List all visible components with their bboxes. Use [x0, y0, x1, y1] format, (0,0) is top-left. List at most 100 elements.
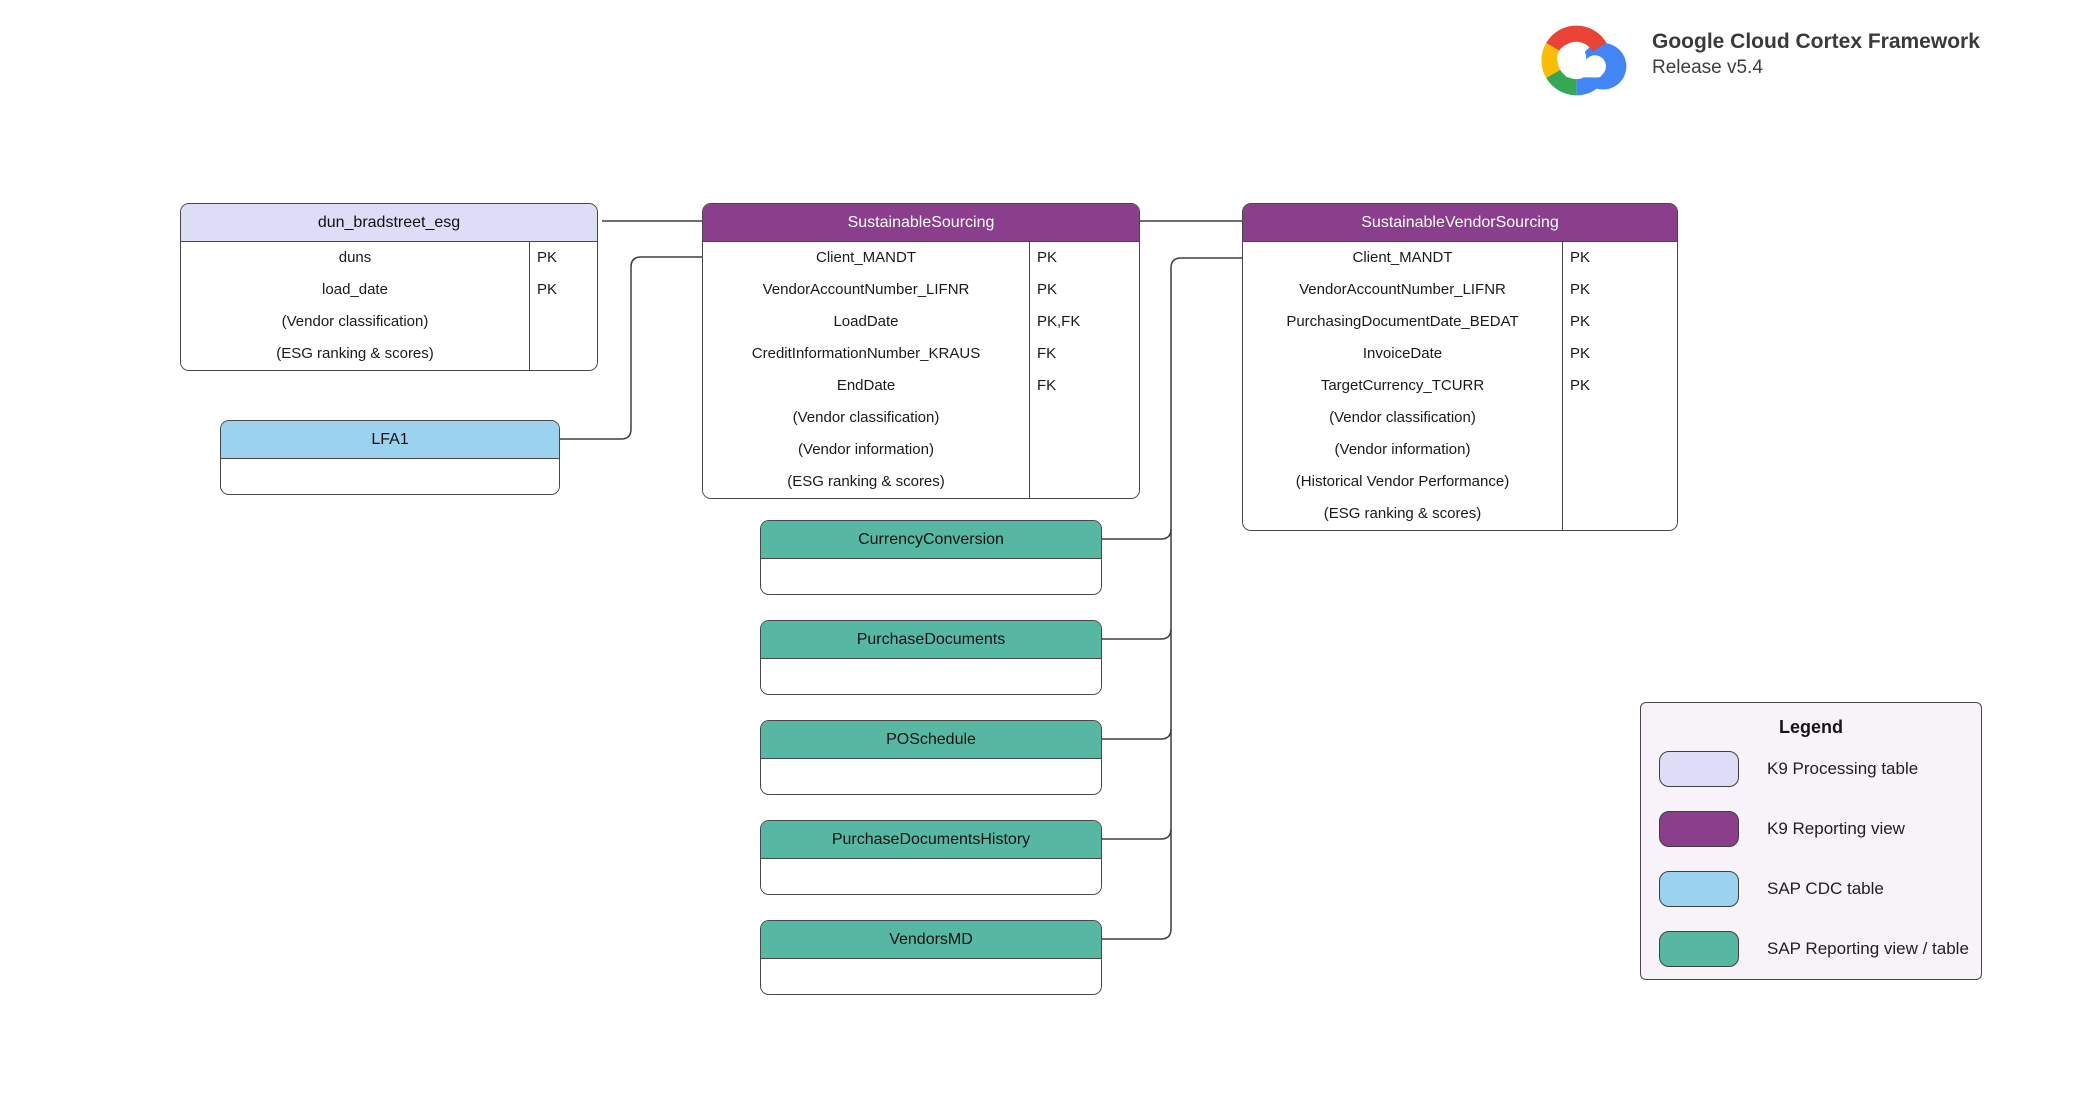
field-row: TargetCurrency_TCURR PK: [1243, 370, 1677, 402]
field-row: VendorAccountNumber_LIFNR PK: [703, 274, 1139, 306]
legend-item: SAP CDC table: [1659, 871, 1963, 907]
table-title: LFA1: [221, 421, 559, 459]
connector-trunk-to-vendorsmd: [1102, 257, 1242, 940]
legend-item-label: K9 Processing table: [1767, 759, 1919, 778]
table-body: Client_MANDT PK VendorAccountNumber_LIFNR P…: [703, 242, 1139, 498]
field-name: (Vendor classification): [792, 409, 940, 426]
field-row: (ESG ranking & scores): [703, 466, 1139, 498]
table-body: [761, 859, 1101, 894]
field-row: (Vendor information): [703, 434, 1139, 466]
k9-processing-swatch: [1659, 751, 1739, 787]
field-name: TargetCurrency_TCURR: [1320, 377, 1485, 394]
field-name: CreditInformationNumber_KRAUS: [751, 345, 981, 362]
field-key: [529, 306, 597, 338]
field-key: PK: [529, 242, 597, 274]
field-name: LoadDate: [833, 313, 899, 330]
table-body: Client_MANDT PK VendorAccountNumber_LIFNR P…: [1243, 242, 1677, 530]
field-name: (Vendor classification): [281, 313, 429, 330]
field-name: (ESG ranking & scores): [787, 473, 945, 490]
connector-purchasedocuments-branch: [1102, 628, 1172, 640]
field-key: [1562, 434, 1677, 466]
field-row: (Vendor classification): [1243, 402, 1677, 434]
field-name: (Vendor information): [1334, 441, 1471, 458]
field-key: PK: [1029, 242, 1139, 274]
table-lfa1: LFA1: [220, 420, 560, 495]
table-sustainable-vendor-sourcing: SustainableVendorSourcing Client_MANDT PK…: [1242, 203, 1678, 531]
field-name: (Vendor information): [798, 441, 934, 458]
table-body: [221, 459, 559, 494]
field-name: InvoiceDate: [1362, 345, 1443, 362]
field-key: [1029, 402, 1139, 434]
field-name: EndDate: [836, 377, 896, 394]
table-title: PurchaseDocuments: [761, 621, 1101, 659]
brand-text: Google Cloud Cortex Framework Release v5…: [1652, 30, 1980, 80]
field-row: (ESG ranking & scores): [181, 338, 597, 370]
field-row: CreditInformationNumber_KRAUS FK: [703, 338, 1139, 370]
field-row: duns PK: [181, 242, 597, 274]
table-currency-conversion: CurrencyConversion: [760, 520, 1102, 595]
field-row: LoadDate PK,FK: [703, 306, 1139, 338]
field-key: PK: [1562, 242, 1677, 274]
field-name: VendorAccountNumber_LIFNR: [762, 281, 970, 298]
field-row: load_date PK: [181, 274, 597, 306]
legend-item-label: SAP CDC table: [1767, 879, 1884, 898]
field-name: duns: [338, 249, 372, 266]
legend-item: K9 Reporting view: [1659, 811, 1963, 847]
brand-release-label: Release v5.4: [1652, 57, 1763, 79]
brand-title: Google Cloud Cortex Framework: [1652, 30, 1980, 53]
table-title: SustainableVendorSourcing: [1243, 204, 1677, 242]
table-body: [761, 659, 1101, 694]
field-key: PK: [529, 274, 597, 306]
connector-currencyconversion-branch: [1102, 528, 1172, 540]
field-name: VendorAccountNumber_LIFNR: [1299, 281, 1506, 298]
field-row: VendorAccountNumber_LIFNR PK: [1243, 274, 1677, 306]
field-key: [1562, 402, 1677, 434]
sap-reporting-swatch: [1659, 931, 1739, 967]
k9-reporting-swatch: [1659, 811, 1739, 847]
field-key: [1029, 466, 1139, 498]
field-name: PurchasingDocumentDate_BEDAT: [1286, 313, 1519, 330]
field-name: Client_MANDT: [815, 249, 917, 266]
field-key: PK: [1029, 274, 1139, 306]
connector-poschedule-branch: [1102, 728, 1172, 740]
field-name: (ESG ranking & scores): [1323, 505, 1482, 522]
field-row: (Vendor information): [1243, 434, 1677, 466]
table-title: dun_bradstreet_esg: [181, 204, 597, 242]
table-po-schedule: POSchedule: [760, 720, 1102, 795]
table-purchase-documents: PurchaseDocuments: [760, 620, 1102, 695]
field-key: PK: [1562, 370, 1677, 402]
table-title: PurchaseDocumentsHistory: [761, 821, 1101, 859]
legend-item: SAP Reporting view / table: [1659, 931, 1969, 967]
sap-cdc-swatch: [1659, 871, 1739, 907]
table-title: CurrencyConversion: [761, 521, 1101, 559]
field-row: Client_MANDT PK: [1243, 242, 1677, 274]
field-key: FK: [1029, 338, 1139, 370]
legend-item-label: SAP Reporting view / table: [1767, 939, 1969, 958]
connector-lfa1-to-sustainablesourcing: [560, 256, 702, 440]
field-key: [1562, 498, 1677, 530]
field-row: (ESG ranking & scores): [1243, 498, 1677, 530]
table-body: [761, 959, 1101, 994]
field-name: load_date: [322, 281, 388, 298]
field-name: Client_MANDT: [1352, 249, 1453, 266]
field-key: PK,FK: [1029, 306, 1139, 338]
field-row: Client_MANDT PK: [703, 242, 1139, 274]
field-key: [1029, 434, 1139, 466]
table-title: SustainableSourcing: [703, 204, 1139, 242]
legend-title: Legend: [1778, 717, 1843, 737]
field-name: (ESG ranking & scores): [276, 345, 434, 362]
field-row: (Vendor classification): [703, 402, 1139, 434]
legend-item-label: K9 Reporting view: [1767, 819, 1905, 838]
table-body: [761, 759, 1101, 794]
field-row: (Vendor classification): [181, 306, 597, 338]
legend-item: K9 Processing table: [1659, 751, 1963, 787]
field-key: PK: [1562, 274, 1677, 306]
